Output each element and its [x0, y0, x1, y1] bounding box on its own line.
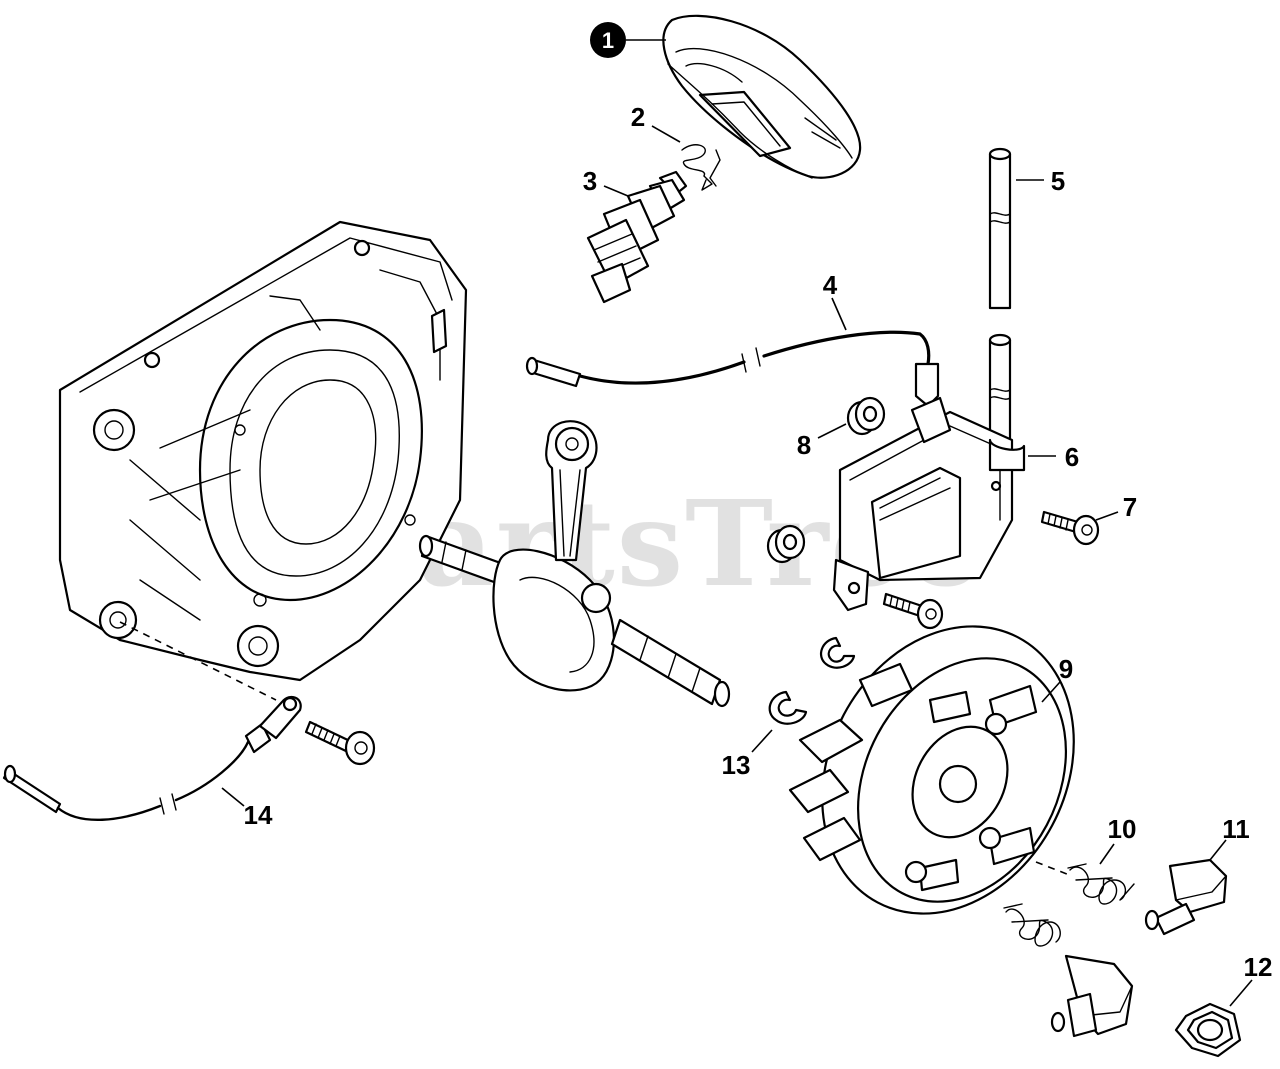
callout-8[interactable]: 8: [797, 430, 811, 460]
part-clutch-spring-lower[interactable]: [1003, 903, 1061, 947]
part-spark-plug[interactable]: [586, 170, 688, 304]
callout-1-badge: [590, 22, 626, 58]
assembly-line-flywheel: [1035, 861, 1073, 877]
part-e-clip-lower[interactable]: [768, 690, 808, 725]
part-clutch-shoe-upper[interactable]: [1144, 858, 1228, 936]
part-ignition-coil[interactable]: [832, 396, 1026, 612]
part-spark-plug-boot[interactable]: [662, 14, 862, 179]
part-coil-screw-lower[interactable]: [882, 592, 944, 630]
part-clutch-spring-upper[interactable]: [1067, 863, 1135, 905]
part-tube[interactable]: [988, 147, 1012, 450]
part-e-clip-upper[interactable]: [819, 636, 856, 669]
callout-13[interactable]: 13: [722, 750, 751, 780]
callout-7[interactable]: 7: [1123, 492, 1137, 522]
assembly-line-crankcase: [119, 621, 277, 701]
part-crankshaft[interactable]: [418, 534, 731, 708]
callout-6[interactable]: 6: [1065, 442, 1079, 472]
part-crankcase[interactable]: [58, 220, 468, 682]
part-connecting-rod[interactable]: [545, 420, 598, 562]
part-grommet-lower[interactable]: [766, 524, 806, 564]
part-clutch-shoe-lower[interactable]: [1050, 954, 1134, 1038]
callout-10[interactable]: 10: [1108, 814, 1137, 844]
callout-14[interactable]: 14: [244, 800, 273, 830]
part-ground-screw[interactable]: [304, 720, 376, 766]
part-ignition-wire[interactable]: [525, 330, 940, 408]
callout-2[interactable]: 2: [631, 102, 645, 132]
callout-12[interactable]: 12: [1244, 952, 1273, 982]
callout-3[interactable]: 3: [583, 166, 597, 196]
part-flywheel[interactable]: [773, 582, 1122, 958]
part-coil-screw[interactable]: [1040, 510, 1100, 546]
callout-4[interactable]: 4: [823, 270, 838, 300]
callout-9[interactable]: 9: [1059, 654, 1073, 684]
part-hex-nut[interactable]: [1174, 1002, 1242, 1058]
part-ground-wire[interactable]: [2, 695, 302, 822]
callout-1-label: 1: [602, 28, 614, 53]
callout-1[interactable]: 1: [590, 22, 626, 58]
callout-11[interactable]: 11: [1222, 814, 1250, 844]
part-grommet-upper[interactable]: [846, 396, 886, 436]
part-small-spring[interactable]: [681, 144, 721, 191]
leader-lines: [221, 39, 1253, 1007]
callout-5[interactable]: 5: [1051, 166, 1065, 196]
